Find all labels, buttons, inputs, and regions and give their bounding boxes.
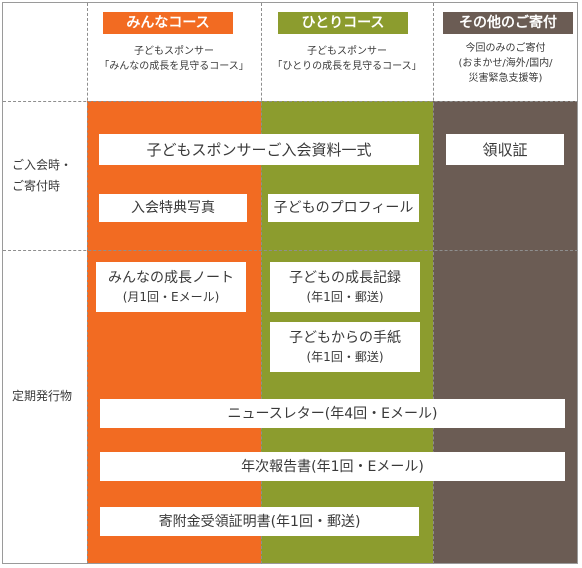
column-other-background (433, 101, 578, 564)
item-child-profile: 子どものプロフィール (268, 194, 419, 222)
column-minna-background (87, 101, 261, 564)
row-label-periodic: 定期発行物 (12, 389, 73, 403)
header-minna-description: 子どもスポンサー 「みんなの成長を見守るコース」 (99, 46, 249, 72)
divider-horizontal-2 (3, 250, 578, 251)
table-frame (2, 2, 578, 564)
item-receipt: 領収証 (446, 134, 564, 165)
header-other-donation: その他のご寄付 (443, 12, 573, 34)
item-child-letter: 子どもからの手紙 (年1回・郵送) (270, 322, 420, 372)
item-annual-report: 年次報告書(年1回・Eメール) (100, 452, 565, 481)
header-hitori-course: ひとりコース (278, 12, 408, 34)
header-hitori-description: 子どもスポンサー 「ひとりの成長を見守るコース」 (272, 46, 422, 72)
header-other-description: 今回のみのご寄付 (おまかせ/海外/国内/ 災害緊急支援等) (458, 43, 553, 84)
header-minna-course: みんなコース (103, 12, 233, 34)
divider-vertical-3 (433, 3, 434, 564)
divider-vertical-2 (261, 3, 262, 564)
item-joining-photo: 入会特典写真 (99, 194, 247, 222)
item-welcome-kit: 子どもスポンサーご入会資料一式 (99, 134, 419, 165)
divider-vertical-1 (87, 3, 88, 564)
item-donation-certificate: 寄附金受領証明書(年1回・郵送) (100, 507, 419, 536)
item-everyone-growth-note: みんなの成長ノート (月1回・Eメール) (96, 262, 246, 312)
row-label-joining: ご入会時・ ご寄付時 (12, 158, 73, 193)
item-child-growth-record: 子どもの成長記録 (年1回・郵送) (270, 262, 420, 312)
divider-horizontal-1 (3, 101, 578, 102)
item-newsletter: ニュースレター(年4回・Eメール) (100, 399, 565, 428)
